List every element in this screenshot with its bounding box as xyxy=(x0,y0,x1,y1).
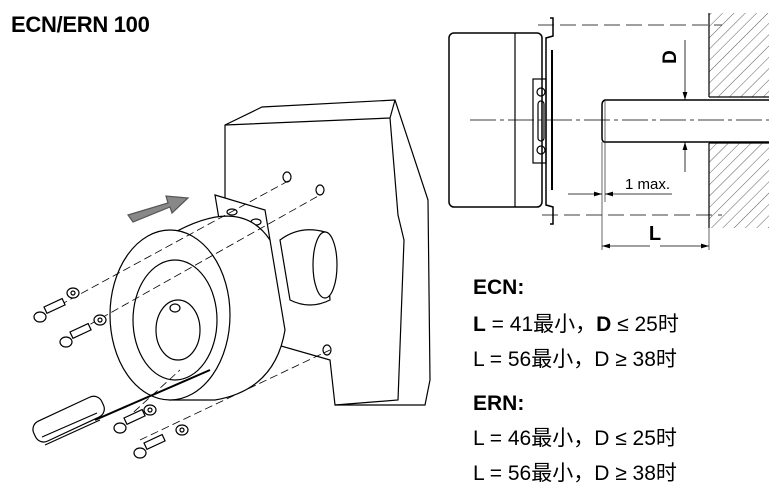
mounting-flange xyxy=(545,17,554,225)
hub-end xyxy=(312,231,338,299)
screw-head xyxy=(33,311,47,323)
shaft xyxy=(601,99,769,143)
encoder-screw-hole xyxy=(169,303,181,313)
screw-shank xyxy=(43,297,66,315)
handle-grip-line xyxy=(44,419,101,446)
guide-line xyxy=(79,194,321,331)
wall-upper xyxy=(709,13,769,97)
ern-header: ERN: xyxy=(473,392,525,415)
ecn-header: ECN: xyxy=(473,276,525,299)
washer-hole xyxy=(70,290,76,296)
screwdriver-handle xyxy=(32,395,105,443)
washer-hole xyxy=(97,317,103,323)
ecn-d-condition: ≤ 25时 xyxy=(611,313,679,336)
screwdriver xyxy=(32,369,211,446)
encoder-bore xyxy=(155,299,201,361)
washer-hole xyxy=(147,407,153,413)
d-symbol: D xyxy=(596,313,612,336)
ern-spec-line-1: L = 46最小，D ≤ 25时 xyxy=(473,427,677,450)
ecn-spec-line-1: L = 41最小，D ≤ 25时 xyxy=(473,313,679,337)
connector-screw xyxy=(536,145,546,155)
screw-head xyxy=(133,447,147,459)
dim-l-label: L xyxy=(649,223,661,245)
screw-head xyxy=(59,336,73,348)
ern-spec-line-2: L = 56最小，D ≥ 38时 xyxy=(473,462,677,485)
screw-shank xyxy=(123,408,146,426)
connector-socket xyxy=(537,100,545,142)
guide-line xyxy=(139,349,331,441)
mounting-illustration xyxy=(32,99,431,459)
screws xyxy=(33,287,189,459)
mounting-direction-arrow xyxy=(127,195,190,223)
mounting-hole xyxy=(315,184,325,196)
guide-line xyxy=(59,179,291,306)
dim-1max-label: 1 max. xyxy=(625,176,670,193)
dimension-drawing xyxy=(448,13,769,250)
screw-head xyxy=(113,422,127,434)
mounting-hole xyxy=(282,171,292,183)
screw-shank xyxy=(69,322,92,340)
dim-d-label: D xyxy=(660,50,681,64)
l-symbol: L xyxy=(473,313,486,336)
connector-screw xyxy=(536,87,546,97)
wall-edge xyxy=(334,117,405,406)
screwdriver-blade xyxy=(94,369,211,421)
screw-shank xyxy=(143,433,166,451)
ecn-spec-line-2: L = 56最小，D ≥ 38时 xyxy=(473,348,677,371)
ecn-l-value: = 41最小， xyxy=(485,313,597,336)
handle-grip-line xyxy=(41,412,98,438)
washer-hole xyxy=(179,427,185,433)
wall-lower xyxy=(709,143,769,228)
page-title: ECN/ERN 100 xyxy=(11,12,150,37)
